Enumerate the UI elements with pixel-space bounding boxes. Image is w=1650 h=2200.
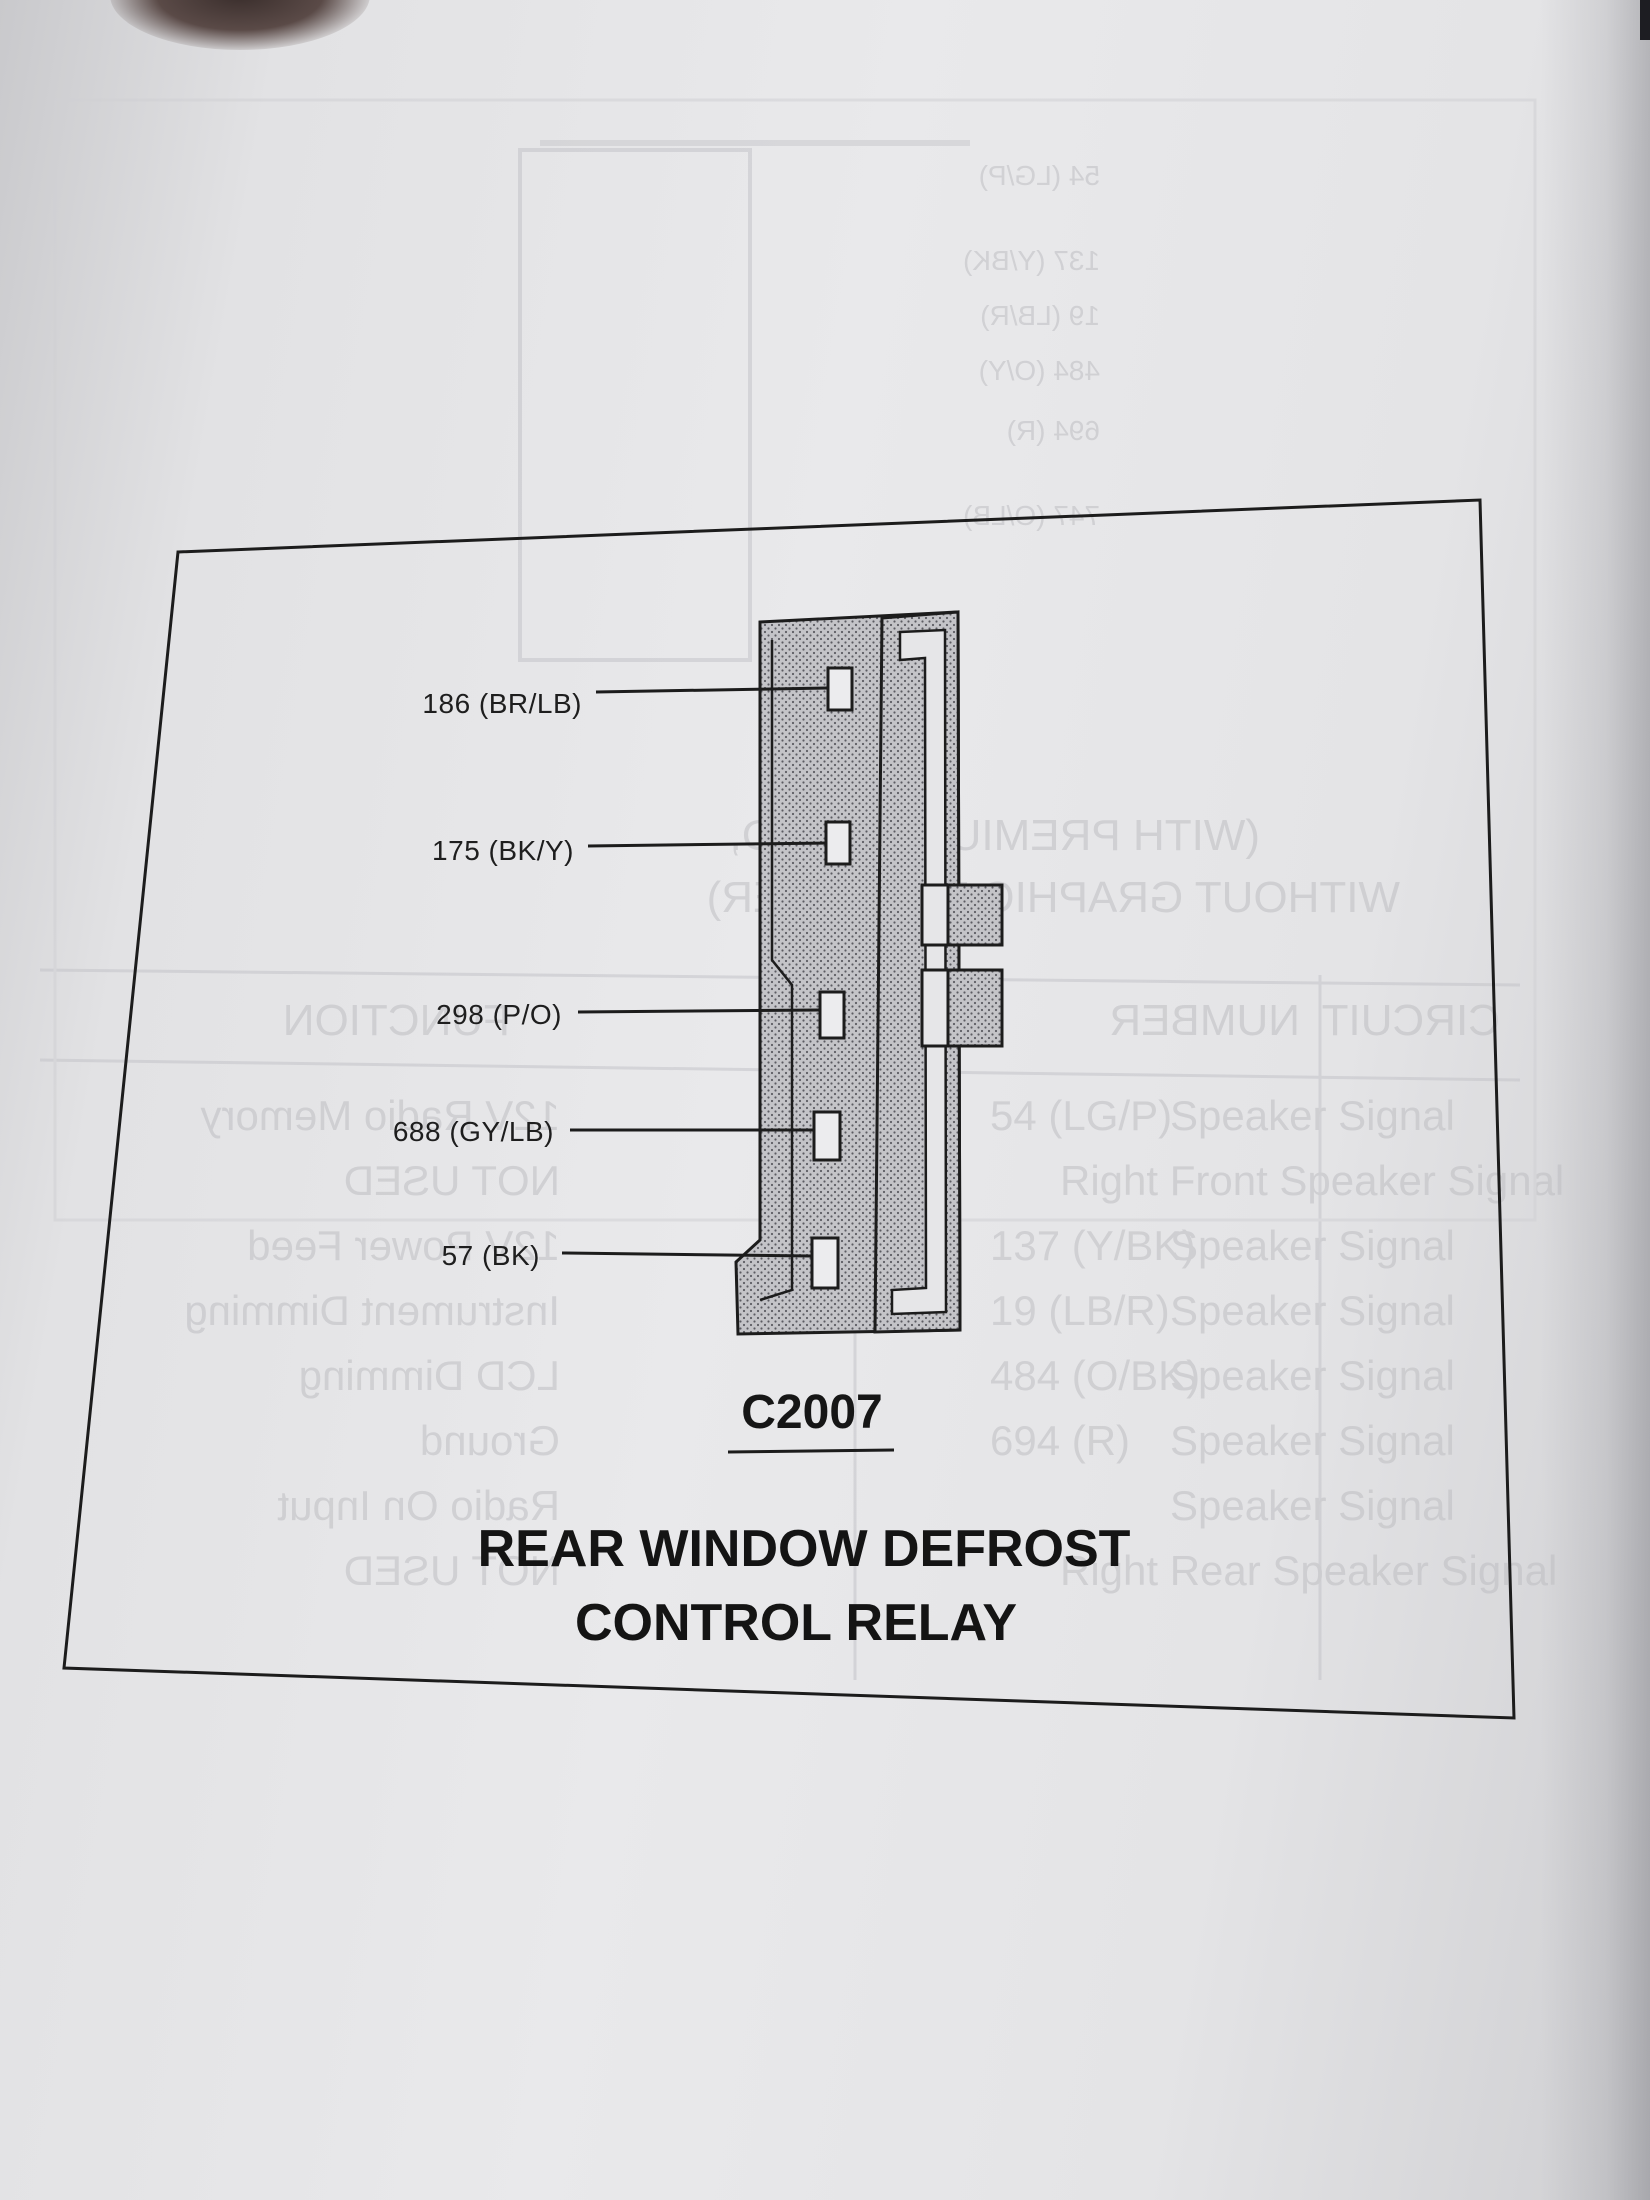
ghost-connector-outline bbox=[518, 148, 752, 662]
bleed-through-layer: 54 (LG/P) 137 (Y/BK) 19 (LB/R) 484 (O/Y)… bbox=[39, 98, 1564, 1680]
ghost-function-right: Speaker Signal bbox=[1170, 1417, 1455, 1464]
ghost-circuit: 694 (R) bbox=[990, 1417, 1130, 1464]
page-curl-shadow bbox=[1540, 0, 1650, 2200]
pin-5: 57 (BK) bbox=[442, 1236, 840, 1290]
pin-cavity bbox=[812, 1110, 842, 1162]
pin-label: 186 (BR/LB) bbox=[422, 688, 582, 719]
pin-4: 688 (GY/LB) bbox=[393, 1110, 842, 1162]
ghost-function-right: Speaker Signal bbox=[1170, 1222, 1455, 1269]
pin-cavity bbox=[826, 666, 854, 712]
ghost-function: NOT USED bbox=[344, 1547, 560, 1594]
diagram-frame bbox=[62, 498, 1516, 1720]
ghost-connector-top bbox=[540, 140, 970, 146]
pin-leader-line bbox=[577, 1008, 821, 1014]
component-title-line-2: CONTROL RELAY bbox=[575, 1594, 1017, 1652]
pin-label: 298 (P/O) bbox=[436, 999, 562, 1030]
ghost-function-right: Speaker Signal bbox=[1170, 1092, 1455, 1139]
ghost-top-label: 54 (LG/P) bbox=[979, 160, 1100, 191]
ghost-circuit: 19 (LB/R) bbox=[990, 1287, 1170, 1334]
connector-id: C2007 bbox=[741, 1386, 882, 1439]
ghost-top-label: 694 (R) bbox=[1007, 415, 1100, 446]
ghost-top-label: 484 (O/Y) bbox=[979, 355, 1100, 386]
ghost-function-right: Right Rear Speaker Signal bbox=[1060, 1547, 1557, 1594]
ghost-column-header: CIRCUIT bbox=[1322, 996, 1500, 1045]
ghost-function: Ground bbox=[420, 1417, 560, 1464]
pin-label: 175 (BK/Y) bbox=[432, 835, 574, 866]
binding-edge bbox=[1640, 0, 1650, 40]
connector-id-underline bbox=[727, 1448, 895, 1454]
pin-cavity bbox=[810, 1236, 840, 1290]
pin-label: 688 (GY/LB) bbox=[393, 1116, 554, 1147]
ghost-circuit: 484 (O/BK) bbox=[990, 1352, 1200, 1399]
ghost-top-label: 19 (LB/R) bbox=[980, 300, 1100, 331]
component-title-line-1: REAR WINDOW DEFROST bbox=[478, 1520, 1131, 1578]
ghost-function: LCD Dimming bbox=[299, 1352, 560, 1399]
pin-label: 57 (BK) bbox=[442, 1240, 540, 1271]
ghost-circuit: 137 (Y/BK) bbox=[990, 1222, 1195, 1269]
pin-3: 298 (P/O) bbox=[436, 990, 846, 1040]
pin-leader-line bbox=[561, 1251, 813, 1258]
connector-body bbox=[734, 610, 1004, 1336]
pin-2: 175 (BK/Y) bbox=[432, 820, 852, 866]
pin-cavity bbox=[824, 820, 852, 866]
pin-1: 186 (BR/LB) bbox=[422, 666, 854, 719]
ghost-function: 12V Radio Memory bbox=[201, 1092, 560, 1139]
pin-leader-line bbox=[587, 841, 827, 848]
ghost-function-right: Speaker Signal bbox=[1170, 1482, 1455, 1529]
connector-tab-lower-fill bbox=[946, 968, 1004, 1048]
ghost-function: 12V Power Feed bbox=[247, 1222, 560, 1269]
ghost-column-header: FUNCTION bbox=[283, 996, 510, 1045]
connector-tab-upper-fill bbox=[946, 883, 1004, 947]
connector-inner-edge bbox=[759, 640, 794, 1302]
ghost-function: Instrument Dimming bbox=[184, 1287, 560, 1334]
ghost-function: Radio On Input bbox=[277, 1482, 560, 1529]
ghost-function: NOT USED bbox=[344, 1157, 560, 1204]
connector-latch bbox=[890, 628, 948, 1316]
ghost-function-right: Speaker Signal bbox=[1170, 1352, 1455, 1399]
pin-cavity bbox=[818, 990, 846, 1040]
ghost-function-right: Speaker Signal bbox=[1170, 1287, 1455, 1334]
pin-leader-line bbox=[595, 686, 829, 694]
ghost-circuit: 54 (LG/P) bbox=[990, 1092, 1172, 1139]
ghost-top-label: 137 (Y/BK) bbox=[963, 245, 1100, 276]
ghost-column-header: NUMBER bbox=[1109, 996, 1300, 1045]
ghost-function-right: Right Front Speaker Signal bbox=[1060, 1157, 1564, 1204]
